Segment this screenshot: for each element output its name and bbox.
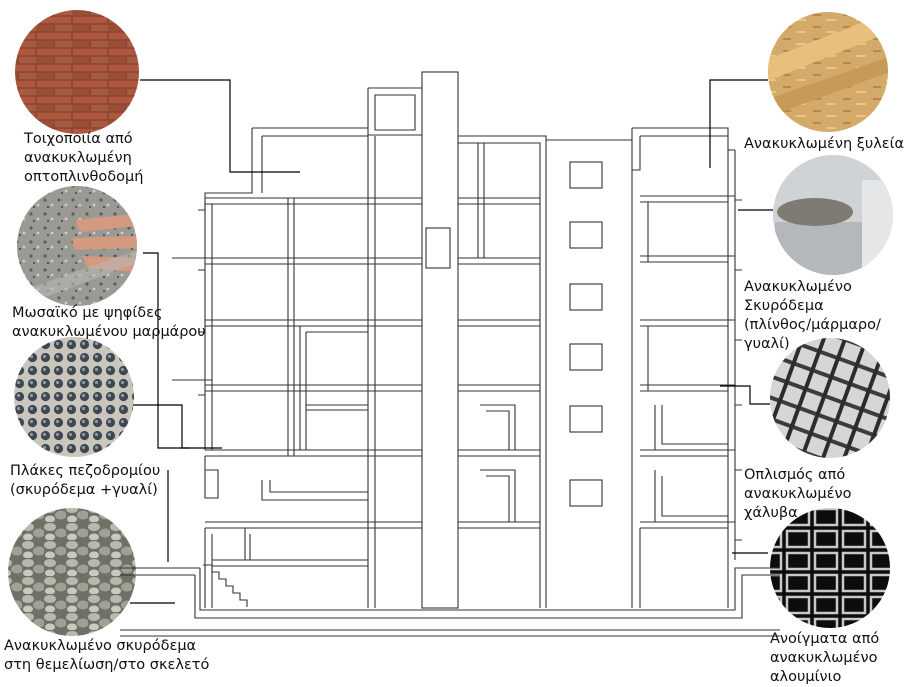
leader-paving: [133, 404, 222, 449]
label-paving: Πλάκες πεζοδρομίου (σκυρόδεμα +γυαλί): [10, 463, 161, 498]
marble-mosaic-photo: [17, 186, 137, 306]
bricks-photo: [15, 10, 139, 134]
label-timber: Ανακυκλωμένη ξυλεία: [744, 136, 905, 152]
leader-brick: [140, 79, 300, 173]
building-section: [120, 71, 780, 637]
crushed-concrete-photo: [8, 508, 136, 636]
timber-photo: [768, 12, 888, 132]
label-brick-wall: Τοιχοποιία από ανακυκλωμένη οπτοπλινθοδο…: [24, 131, 144, 185]
label-steel: Οπλισμός από ανακυκλωμένο χάλυβα: [744, 467, 852, 521]
aluminium-profile-photo: [770, 508, 890, 628]
leader-mosaic: [143, 252, 190, 449]
glass-paving-photo: [14, 337, 134, 457]
label-concrete: Ανακυκλωμένο Σκυρόδεμα (πλίνθος/μάρμαρο/…: [744, 279, 881, 352]
label-mosaic: Μωσαϊκό με ψηφίδες ανακυκλωμένου μαρμάρο…: [12, 305, 206, 340]
leader-timber: [709, 79, 768, 168]
steel-rebar-photo: [770, 338, 890, 458]
leader-steel: [720, 385, 770, 405]
concrete-block-photo: [773, 155, 893, 275]
leader-lines: [130, 79, 773, 604]
label-foundation: Ανακυκλωμένο σκυρόδεμα στη θεμελίωση/στο…: [4, 638, 210, 673]
label-aluminium: Ανοίγματα από ανακυκλωμένο αλουμίνιο: [770, 631, 880, 685]
